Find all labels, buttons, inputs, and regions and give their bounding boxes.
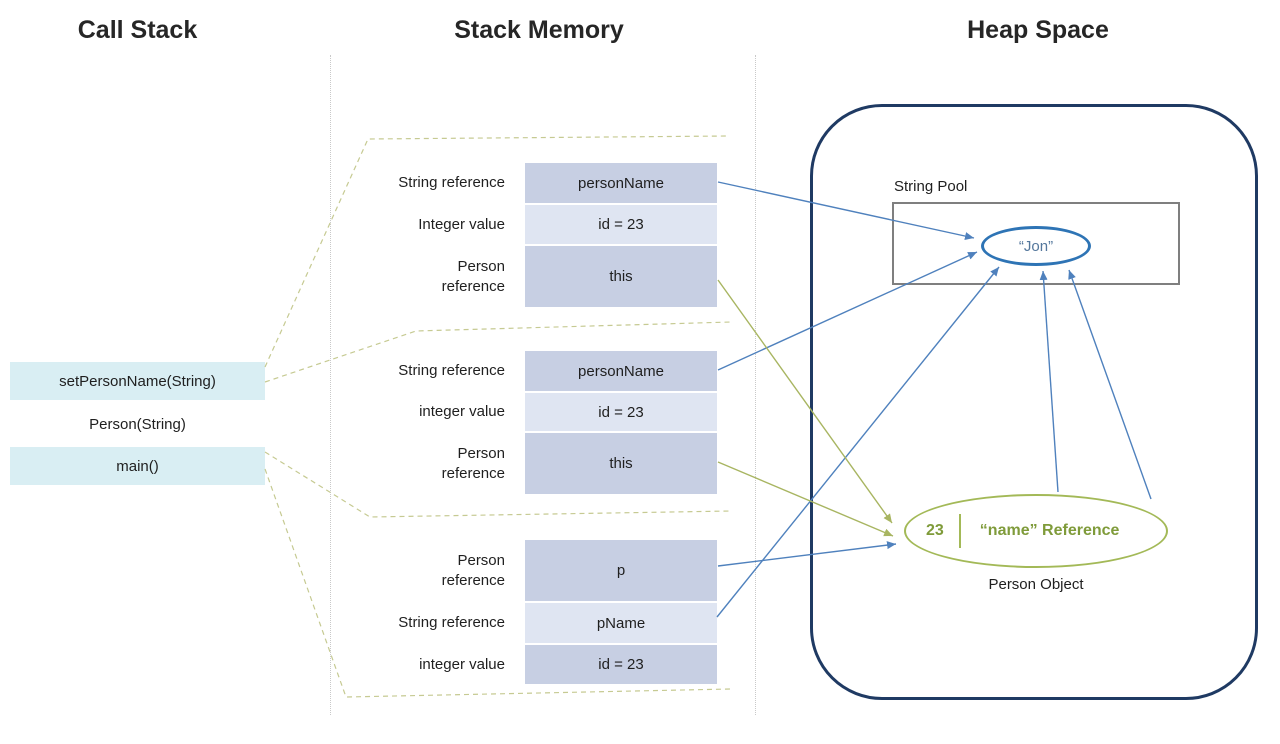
call-stack-frame-Person: Person(String)	[89, 415, 186, 433]
person-id-value: 23	[926, 522, 944, 539]
memory-row: String reference pName	[355, 603, 717, 643]
memory-row: integer value id = 23	[355, 393, 717, 431]
stack-memory-header: Stack Memory	[454, 16, 624, 44]
heap-space-container	[810, 104, 1258, 700]
memory-row: integer value id = 23	[355, 645, 717, 684]
memory-row-label: integer value	[419, 655, 505, 673]
memory-row-label: String reference	[398, 174, 505, 192]
ellipse-divider-line	[958, 514, 961, 548]
memory-value-box: id = 23	[525, 205, 717, 244]
memory-value-box: id = 23	[525, 393, 717, 431]
memory-row-label: integer value	[419, 403, 505, 421]
name-reference-label: “name” Reference	[979, 522, 1120, 539]
memory-value-box: this	[525, 246, 717, 307]
memory-row: Person reference this	[355, 246, 717, 307]
call-stack-frame-main: main()	[10, 447, 265, 485]
memory-value-box: personName	[525, 163, 717, 203]
string-pool-box	[892, 202, 1180, 285]
section-divider-right	[755, 55, 756, 715]
memory-value-box: this	[525, 433, 717, 494]
heap-space-header: Heap Space	[967, 16, 1109, 44]
memory-value-box: pName	[525, 603, 717, 643]
memory-row-label: String reference	[398, 362, 505, 380]
person-object-ellipse: 23 “name” Reference	[904, 494, 1168, 568]
call-stack-header: Call Stack	[77, 16, 198, 44]
memory-row: Integer value id = 23	[355, 205, 717, 244]
memory-row-label: Person reference	[441, 258, 505, 295]
memory-row-label: Integer value	[418, 215, 505, 233]
memory-row: String reference personName	[355, 163, 717, 203]
call-stack-frame-setPersonName: setPersonName(String)	[10, 362, 265, 400]
memory-value-box: p	[525, 540, 717, 601]
memory-row: Person reference p	[355, 540, 717, 601]
person-object-caption: Person Object	[988, 576, 1084, 593]
string-literal-ellipse: “Jon”	[981, 226, 1091, 266]
memory-row-label: String reference	[398, 614, 505, 632]
section-divider-left	[330, 55, 331, 715]
memory-row-label: Person reference	[441, 445, 505, 482]
memory-row: Person reference this	[355, 433, 717, 494]
memory-row-label: Person reference	[441, 552, 505, 589]
string-pool-label: String Pool	[894, 178, 968, 195]
memory-value-box: id = 23	[525, 645, 717, 684]
memory-value-box: personName	[525, 351, 717, 391]
memory-row: String reference personName	[355, 351, 717, 391]
